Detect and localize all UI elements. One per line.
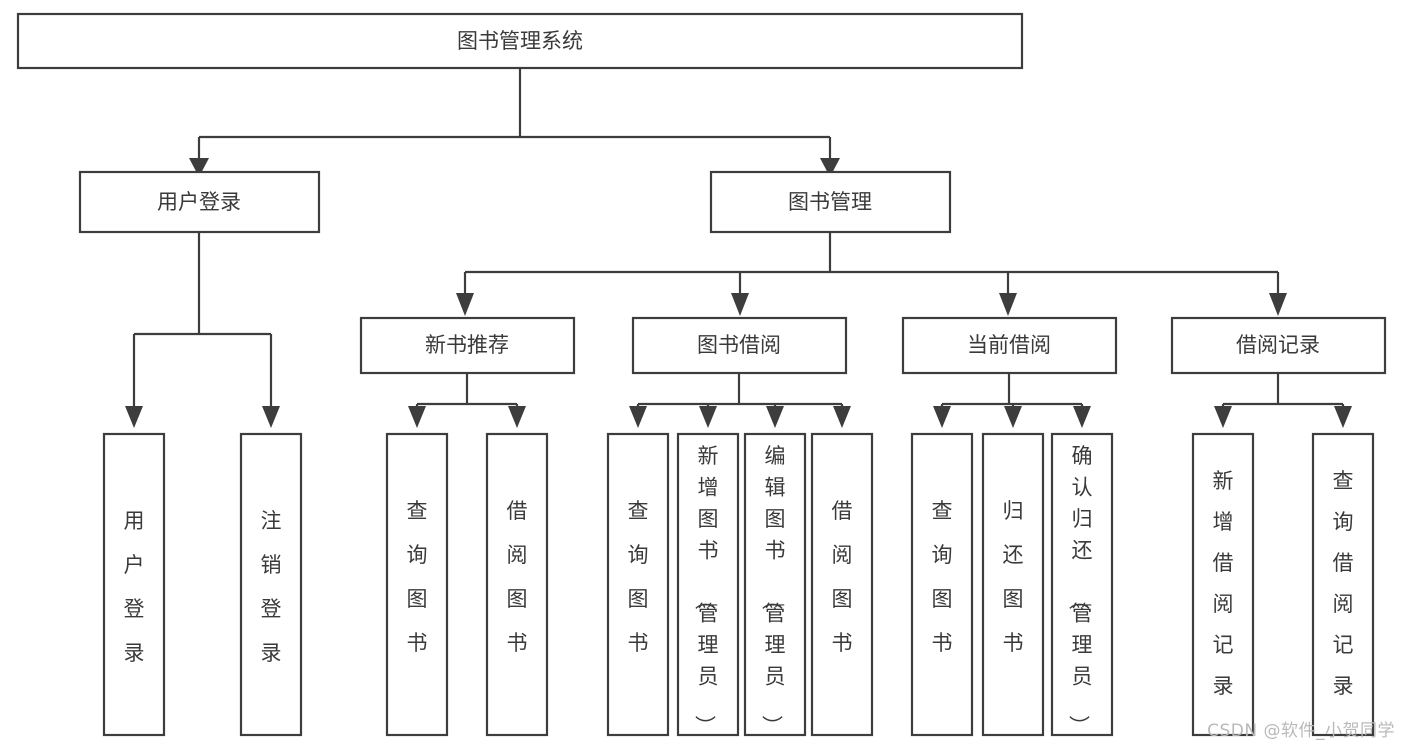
node-user-login-label: 用户登录 (157, 190, 241, 214)
node-root-label: 图书管理系统 (457, 29, 583, 53)
leaf-box[interactable] (606, 432, 670, 737)
leaf-label: 归还图书 (1003, 499, 1024, 655)
node-borrow-record-label: 借阅记录 (1236, 333, 1320, 357)
leaf-box[interactable] (485, 432, 549, 737)
leaf-box[interactable] (1050, 432, 1114, 737)
node-root-box[interactable] (16, 12, 1024, 70)
node-new-book-recommend-label: 新书推荐 (425, 333, 509, 357)
arrow-head-icon (1334, 406, 1352, 428)
arrow-head-icon (1269, 293, 1287, 316)
leaf-new-book-recommend-0[interactable]: 查询图书 (385, 432, 449, 737)
node-current-borrow-box[interactable] (901, 316, 1118, 375)
arrow-head-icon (508, 406, 526, 428)
node-book-management[interactable]: 图书管理 (709, 170, 952, 234)
leaf-book-borrow-1[interactable]: 新增图书（管理员） (676, 432, 740, 737)
arrow-head-icon (820, 158, 840, 177)
arrow-head-icon (1004, 406, 1022, 428)
node-user-login-box[interactable] (78, 170, 321, 234)
leaf-label: 新增借阅记录 (1213, 469, 1234, 698)
leaf-label: 查询图书 (407, 499, 428, 655)
connector-root-to-level2 (189, 68, 840, 177)
node-new-book-recommend-box[interactable] (359, 316, 576, 375)
leaf-box[interactable] (385, 432, 449, 737)
leaf-current-borrow-0[interactable]: 查询图书 (910, 432, 974, 737)
leaf-user-login-1[interactable]: 注销登录 (239, 432, 303, 737)
node-book-management-box[interactable] (709, 170, 952, 234)
leaf-box[interactable] (1191, 432, 1255, 737)
connector-new-book-recommend-to-leaves (408, 373, 526, 428)
node-borrow-record[interactable]: 借阅记录 (1170, 316, 1387, 375)
leaf-borrow-record-1[interactable]: 查询借阅记录 (1311, 432, 1375, 737)
leaf-book-borrow-2[interactable]: 编辑图书（管理员） (743, 432, 807, 737)
arrow-head-icon (1214, 406, 1232, 428)
arrow-head-icon (189, 158, 209, 177)
node-book-borrow-label: 图书借阅 (697, 333, 781, 357)
arrow-head-icon (1073, 406, 1091, 428)
node-book-borrow-box[interactable] (631, 316, 848, 375)
leaf-label: 用户登录 (124, 509, 145, 665)
arrow-head-icon (766, 406, 784, 428)
csdn-watermark: CSDN @软件_小贺同学 (1207, 721, 1395, 741)
arrow-head-icon (125, 406, 143, 428)
leaf-label: 新增图书（管理员） (693, 444, 719, 736)
leaf-box[interactable] (676, 432, 740, 737)
leaf-label: 注销登录 (261, 509, 282, 665)
connector-borrow-record-to-leaves (1214, 373, 1352, 428)
leaf-borrow-record-0[interactable]: 新增借阅记录 (1191, 432, 1255, 737)
leaf-box[interactable] (743, 432, 807, 737)
leaf-current-borrow-1[interactable]: 归还图书 (981, 432, 1045, 737)
arrow-head-icon (833, 406, 851, 428)
connector-book-management-to-level3 (456, 232, 1287, 316)
leaf-book-borrow-0[interactable]: 查询图书 (606, 432, 670, 737)
leaf-label: 确认归还（管理员） (1067, 444, 1093, 736)
arrow-head-icon (262, 406, 280, 428)
leaf-box[interactable] (981, 432, 1045, 737)
node-book-borrow[interactable]: 图书借阅 (631, 316, 848, 375)
leaf-box[interactable] (1311, 432, 1375, 737)
arrow-head-icon (731, 293, 749, 316)
connector-user-login-to-leaves (125, 232, 280, 428)
node-new-book-recommend[interactable]: 新书推荐 (359, 316, 576, 375)
arrow-head-icon (408, 406, 426, 428)
leaf-new-book-recommend-1[interactable]: 借阅图书 (485, 432, 549, 737)
leaf-box[interactable] (910, 432, 974, 737)
node-root[interactable]: 图书管理系统 (16, 12, 1024, 70)
leaf-box[interactable] (239, 432, 303, 737)
node-current-borrow-label: 当前借阅 (967, 333, 1051, 357)
leaf-user-login-0[interactable]: 用户登录 (102, 432, 166, 737)
leaf-book-borrow-3[interactable]: 借阅图书 (810, 432, 874, 737)
leaf-current-borrow-2[interactable]: 确认归还（管理员） (1050, 432, 1114, 737)
node-borrow-record-box[interactable] (1170, 316, 1387, 375)
leaf-label: 查询图书 (628, 499, 649, 655)
leaf-label: 借阅图书 (507, 499, 528, 655)
leaf-label: 查询图书 (932, 499, 953, 655)
arrow-head-icon (999, 293, 1017, 316)
arrow-head-icon (629, 406, 647, 428)
leaf-label: 借阅图书 (832, 499, 853, 655)
node-current-borrow[interactable]: 当前借阅 (901, 316, 1118, 375)
leaf-box[interactable] (102, 432, 166, 737)
node-book-management-label: 图书管理 (788, 190, 872, 214)
arrow-head-icon (456, 293, 474, 316)
node-user-login[interactable]: 用户登录 (78, 170, 321, 234)
connector-book-borrow-to-leaves (629, 373, 851, 428)
connector-current-borrow-to-leaves (933, 373, 1091, 428)
leaf-label: 编辑图书（管理员） (760, 444, 786, 736)
leaf-label: 查询借阅记录 (1333, 469, 1354, 698)
arrow-head-icon (933, 406, 951, 428)
leaf-box[interactable] (810, 432, 874, 737)
arrow-head-icon (699, 406, 717, 428)
